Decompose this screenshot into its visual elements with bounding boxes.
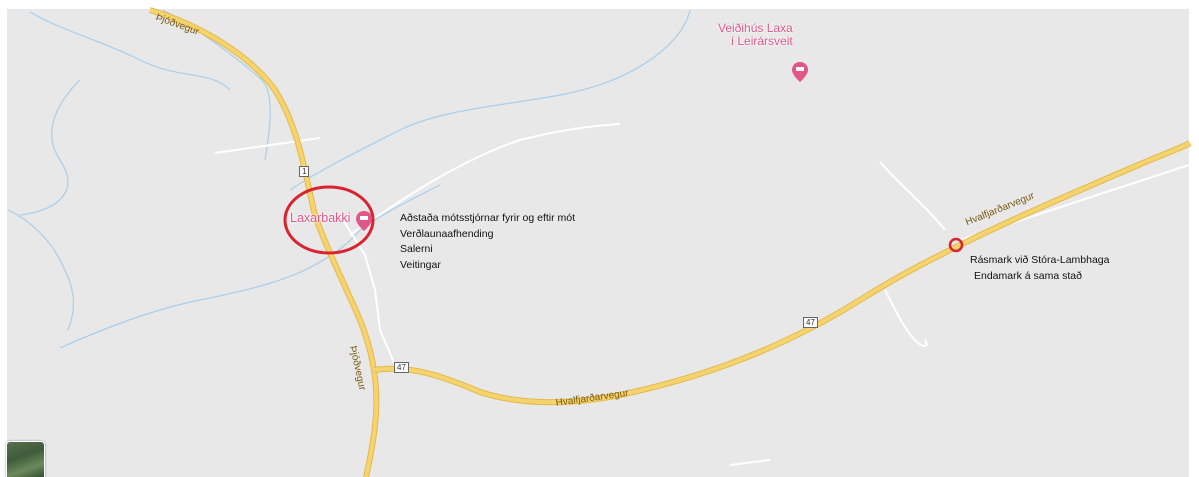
river-west-3 bbox=[7, 209, 75, 331]
poi-laxarbakki[interactable]: Laxarbakki bbox=[290, 211, 351, 225]
road-shield-47-west: 47 bbox=[394, 362, 409, 373]
road-shield-47-east: 47 bbox=[803, 317, 818, 328]
poi-veidihus-name: Veiðihús Laxa bbox=[718, 21, 793, 35]
annotation-line: Endamark á sama stað bbox=[974, 269, 1082, 282]
annotation-line: Verðlaunaafhending bbox=[400, 227, 494, 240]
annotation-line: Salerni bbox=[400, 243, 433, 255]
poi-veidihus[interactable]: Veiðihús Laxa í Leirársveit bbox=[718, 22, 793, 48]
laxarbakki-annotation: Aðstaða mótsstjórnar fyrir og eftir mót … bbox=[400, 211, 575, 273]
annotation-line: Aðstaða mótsstjórnar fyrir og eftir mót bbox=[400, 212, 576, 224]
road-1 bbox=[149, 7, 380, 477]
minor-roads bbox=[214, 123, 1190, 466]
start-annotation: Rásmark við Stóra-Lambhaga Endamark á sa… bbox=[970, 253, 1109, 284]
lodging-icon bbox=[792, 62, 808, 82]
start-marker-circle bbox=[948, 237, 964, 253]
river-south bbox=[59, 184, 441, 349]
river-west bbox=[162, 9, 271, 161]
lodging-icon bbox=[356, 211, 372, 231]
satellite-layer-icon[interactable] bbox=[6, 441, 45, 477]
river-lines bbox=[7, 9, 691, 349]
laxarbakki-highlight-circle bbox=[283, 185, 375, 255]
river-west-2 bbox=[29, 11, 231, 91]
poi-veidihus-name2: í Leirársveit bbox=[730, 34, 793, 48]
annotation-line: Rásmark við Stóra-Lambhaga bbox=[970, 254, 1110, 266]
river-north bbox=[289, 9, 691, 191]
river-mid bbox=[19, 79, 81, 216]
road-shield-1: 1 bbox=[299, 166, 310, 177]
annotation-line: Veitingar bbox=[400, 258, 441, 271]
